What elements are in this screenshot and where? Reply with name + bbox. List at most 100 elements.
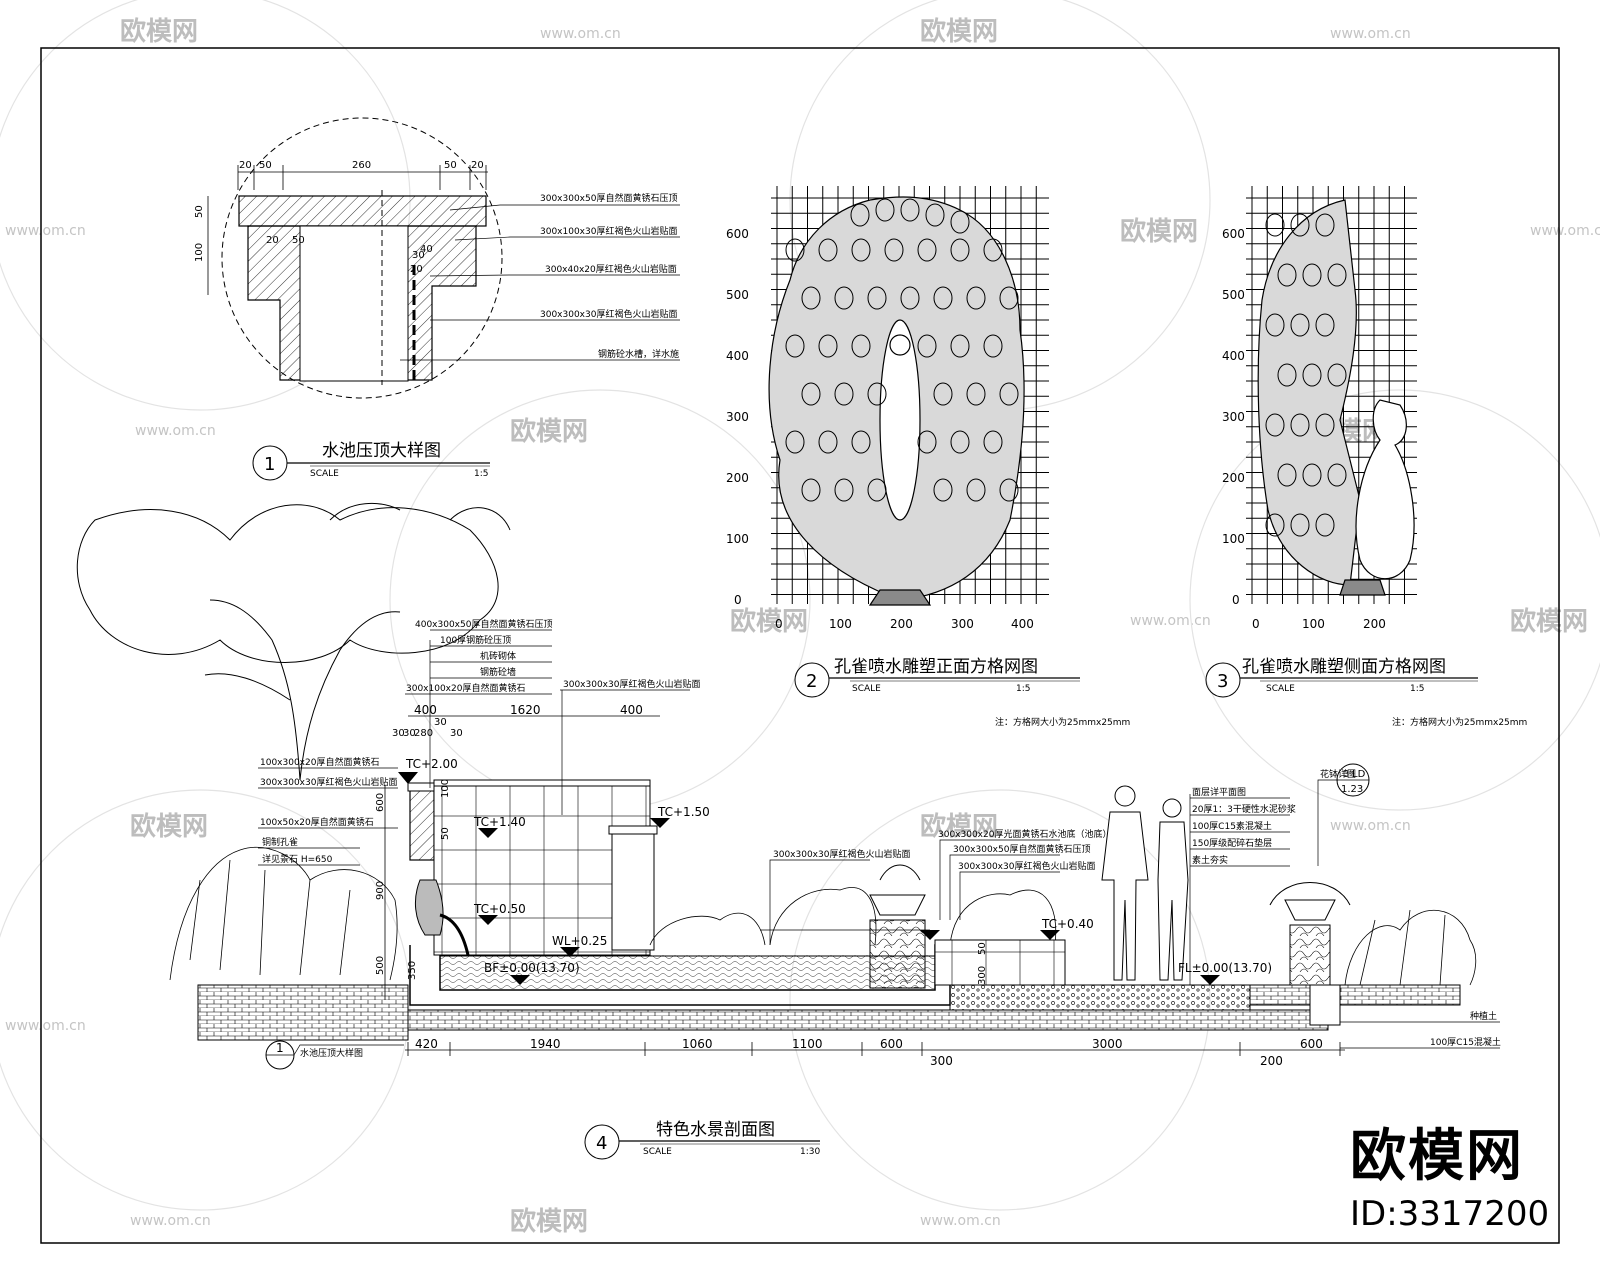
dim-label: 200 bbox=[1260, 1054, 1283, 1068]
feather-eye bbox=[851, 334, 871, 358]
detail-coping: 20 50 260 50 20 50 100 20 50 20 30 40 30… bbox=[194, 117, 680, 481]
dim-label: 400 bbox=[414, 703, 437, 717]
callout-text: 300x300x30厚红褐色火山岩贴面 bbox=[773, 848, 910, 860]
feather-eye bbox=[1327, 463, 1347, 487]
detail-title: 水池压顶大样图 bbox=[322, 441, 441, 461]
y-tick: 100 bbox=[1222, 532, 1245, 546]
dim-label: 20 bbox=[266, 235, 279, 246]
sheet-border bbox=[40, 47, 1560, 1244]
watermark-brand: 欧模网 bbox=[1120, 216, 1198, 247]
y-tick: 500 bbox=[726, 288, 749, 302]
dim-label: 50 bbox=[440, 827, 451, 840]
y-tick: 300 bbox=[1222, 410, 1245, 424]
feather-eye bbox=[966, 478, 986, 502]
watermark-brand: 欧模网 bbox=[510, 1206, 588, 1237]
dim-label: 1100 bbox=[792, 1037, 823, 1051]
feather-eye bbox=[1315, 513, 1335, 537]
detail-title: 孔雀喷水雕塑侧面方格网图 bbox=[1242, 657, 1446, 677]
detail-number: 1 bbox=[264, 454, 275, 475]
feather-eye bbox=[1315, 213, 1335, 237]
scale-label: SCALE bbox=[852, 684, 881, 694]
grid-note: 注：方格网大小为25mmx25mm bbox=[1392, 716, 1527, 728]
y-tick: 100 bbox=[726, 532, 749, 546]
feather-eye bbox=[966, 286, 986, 310]
dim-label: 30 bbox=[434, 717, 447, 728]
feather-eye bbox=[1290, 413, 1310, 437]
ref-label: 水池压顶大样图 bbox=[300, 1047, 363, 1059]
ref-code: LD bbox=[1352, 769, 1366, 780]
x-tick: 0 bbox=[1252, 617, 1260, 631]
feather-eye bbox=[900, 286, 920, 310]
callout-text: 300x300x20厚光面黄锈石水池底（池底） bbox=[938, 828, 1111, 840]
feather-eye bbox=[1290, 513, 1310, 537]
feather-eye bbox=[1315, 313, 1335, 337]
dim-label: 500 bbox=[375, 956, 386, 975]
detail-water-feature-section: 400x300x50厚自然面黄锈石压顶 100厚钢筋砼压顶 机砖砌体 钢筋砼墙 … bbox=[76, 502, 1501, 1160]
dim-label: 50 bbox=[259, 160, 272, 171]
dim-label: 50 bbox=[977, 942, 988, 955]
dim-label: 260 bbox=[352, 160, 371, 171]
watermark-brand: 欧模网 bbox=[130, 811, 208, 842]
feather-eye bbox=[1315, 413, 1335, 437]
feather-eye bbox=[933, 382, 953, 406]
watermark-brand: 欧模网 bbox=[920, 16, 998, 47]
ref-page: 1.23 bbox=[1341, 784, 1363, 795]
detail-number: 4 bbox=[596, 1133, 607, 1154]
dim-label: 400 bbox=[620, 703, 643, 717]
shrub-left bbox=[169, 846, 398, 981]
detail-title: 孔雀喷水雕塑正面方格网图 bbox=[834, 657, 1038, 677]
detail-front-grid: 0 100 200 300 400 500 600 0 100 200 300 … bbox=[726, 186, 1130, 728]
x-tick: 200 bbox=[890, 617, 913, 631]
feather-eye bbox=[818, 430, 838, 454]
brand-name: 欧模网 bbox=[1350, 1124, 1524, 1189]
scale-value: 1:5 bbox=[1016, 684, 1030, 694]
level-label: TC+2.00 bbox=[405, 757, 458, 771]
callout-text: 300x300x30厚红褐色火山岩贴面 bbox=[563, 678, 700, 690]
watermark-layer: 欧模网 www.om.cn 欧模网 www.om.cn 欧模网 www.om.c… bbox=[0, 0, 1600, 1237]
dim-label: 1940 bbox=[530, 1037, 561, 1051]
feather-eye bbox=[801, 286, 821, 310]
feather-eye bbox=[867, 382, 887, 406]
scale-value: 1:5 bbox=[1410, 684, 1424, 694]
y-tick: 600 bbox=[1222, 227, 1245, 241]
feather-eye bbox=[999, 286, 1019, 310]
callout-text: 300x300x50厚自然面黄锈石压顶 bbox=[953, 843, 1090, 855]
feather-eye bbox=[1277, 463, 1297, 487]
dim-label: 30 bbox=[412, 250, 425, 261]
watermark-url: www.om.cn bbox=[1330, 818, 1411, 834]
feather-eye bbox=[900, 198, 920, 222]
feather-eye bbox=[1265, 213, 1285, 237]
feather-eye bbox=[983, 334, 1003, 358]
feather-eye bbox=[1277, 263, 1297, 287]
feather-eye bbox=[917, 430, 937, 454]
x-tick: 100 bbox=[1302, 617, 1325, 631]
ref-sheet: 3 bbox=[1343, 769, 1349, 780]
y-tick: 500 bbox=[1222, 288, 1245, 302]
tree-illustration bbox=[76, 502, 511, 781]
dim-label: 3000 bbox=[1092, 1037, 1123, 1051]
watermark-url: www.om.cn bbox=[1130, 613, 1211, 629]
feather-eye bbox=[785, 430, 805, 454]
dim-label: 30 bbox=[392, 728, 405, 739]
feather-eye bbox=[1265, 413, 1285, 437]
dim-label: 20 bbox=[239, 160, 252, 171]
feather-eye bbox=[1302, 363, 1322, 387]
feather-eye bbox=[1265, 313, 1285, 337]
scale-value: 1:5 bbox=[474, 469, 488, 479]
feather-eye bbox=[851, 238, 871, 262]
callout-text: 100x300x20厚自然面黄锈石 bbox=[260, 756, 379, 768]
callout-text: 铜制孔雀 bbox=[262, 836, 298, 848]
feather-eye bbox=[875, 198, 895, 222]
dim-label: 300 bbox=[977, 966, 988, 985]
watermark-brand: 欧模网 bbox=[1510, 606, 1588, 637]
feather-eye bbox=[999, 382, 1019, 406]
dim-label: 280 bbox=[414, 728, 433, 739]
dim-label: 420 bbox=[415, 1037, 438, 1051]
dim-label: 50 bbox=[292, 235, 305, 246]
callout-text: 300x100x20厚自然面黄锈石 bbox=[406, 682, 525, 694]
watermark-url: www.om.cn bbox=[135, 423, 216, 439]
feather-eye bbox=[1290, 313, 1310, 337]
feather-eye bbox=[834, 286, 854, 310]
dim-label: 600 bbox=[375, 793, 386, 812]
dim-label: 100 bbox=[440, 779, 451, 798]
